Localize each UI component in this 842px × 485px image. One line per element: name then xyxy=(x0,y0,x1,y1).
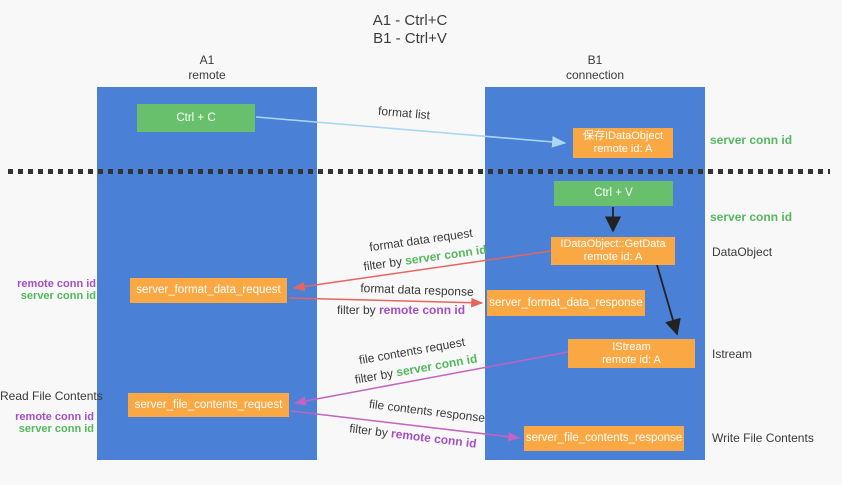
left-remote-conn-id-2: remote conn id xyxy=(15,411,94,423)
title-line-1: A1 - Ctrl+C xyxy=(372,12,448,29)
filter-by-text-4: filter by xyxy=(348,421,389,440)
istream-remote-id: remote id: A xyxy=(602,353,661,366)
server-format-data-request-node: server_format_data_request xyxy=(130,278,287,303)
left-server-conn-id-2: server conn id xyxy=(18,423,94,435)
filter-remote-conn-id-2: remote conn id xyxy=(390,426,478,451)
server-file-contents-request-label: server_file_contents_request xyxy=(134,398,283,411)
lane-header-a1: A1 remote xyxy=(97,53,317,83)
copy-paste-divider-line xyxy=(8,169,830,174)
diagram-title: A1 - Ctrl+C B1 - Ctrl+V xyxy=(260,12,560,48)
ctrl-c-label: Ctrl + C xyxy=(176,111,216,124)
format-list-label: format list xyxy=(377,103,431,123)
save-idataobject-node: 保存IDataObject remote id: A xyxy=(573,128,673,158)
left-server-conn-id-1: server conn id xyxy=(20,290,96,302)
right-write-file-contents-label: Write File Contents xyxy=(712,431,814,445)
left-conn-id-group-2: remote conn id server conn id xyxy=(0,411,94,435)
getdata-label: IDataObject::GetData xyxy=(560,238,666,250)
format-data-response-filter-label: filter by remote conn id xyxy=(337,303,465,317)
file-contents-response-label: file contents response xyxy=(368,396,486,426)
server-format-data-response-label: server_format_data_response xyxy=(489,296,643,309)
lane-b1-subtitle: connection xyxy=(565,68,625,82)
istream-node: IStream remote id: A xyxy=(568,339,695,368)
save-idataobject-remote-id: remote id: A xyxy=(593,143,653,155)
save-idataobject-label: 保存IDataObject xyxy=(582,130,664,142)
ctrl-v-label: Ctrl + V xyxy=(594,187,633,199)
right-server-conn-id-mid: server conn id xyxy=(710,210,793,224)
lane-a1-subtitle: remote xyxy=(188,68,226,82)
right-dataobject-label: DataObject xyxy=(712,245,773,259)
right-server-conn-id-top: server conn id xyxy=(710,133,793,147)
lane-header-b1: B1 connection xyxy=(485,53,705,83)
format-data-response-label: format data response xyxy=(360,281,474,299)
server-format-data-response-node: server_format_data_response xyxy=(487,290,645,316)
lane-b1-name: B1 xyxy=(587,53,603,67)
server-file-contents-response-node: server_file_contents_response xyxy=(524,426,684,451)
getdata-remote-id: remote id: A xyxy=(583,251,643,263)
filter-by-text-2: filter by xyxy=(336,303,376,317)
server-format-data-request-label: server_format_data_request xyxy=(136,284,281,296)
file-contents-response-filter-label: filter by remote conn id xyxy=(349,421,478,451)
title-line-2: B1 - Ctrl+V xyxy=(373,30,447,47)
ctrl-v-node: Ctrl + V xyxy=(554,181,673,206)
filter-by-text-1: filter by xyxy=(362,254,403,274)
left-remote-conn-id-1: remote conn id xyxy=(17,278,96,290)
left-conn-id-group-1: remote conn id server conn id xyxy=(0,278,96,302)
filter-by-text-3: filter by xyxy=(353,366,395,387)
ctrl-c-node: Ctrl + C xyxy=(137,104,255,132)
lane-a1-name: A1 xyxy=(199,53,215,67)
server-file-contents-response-label: server_file_contents_response xyxy=(525,432,683,444)
left-read-file-contents-label: Read File Contents xyxy=(0,389,103,403)
filter-remote-conn-id-1: remote conn id xyxy=(379,303,466,317)
idataobject-getdata-node: IDataObject::GetData remote id: A xyxy=(551,237,675,265)
server-file-contents-request-node: server_file_contents_request xyxy=(128,393,289,417)
right-istream-label: Istream xyxy=(712,347,753,361)
istream-label: IStream xyxy=(612,340,651,353)
